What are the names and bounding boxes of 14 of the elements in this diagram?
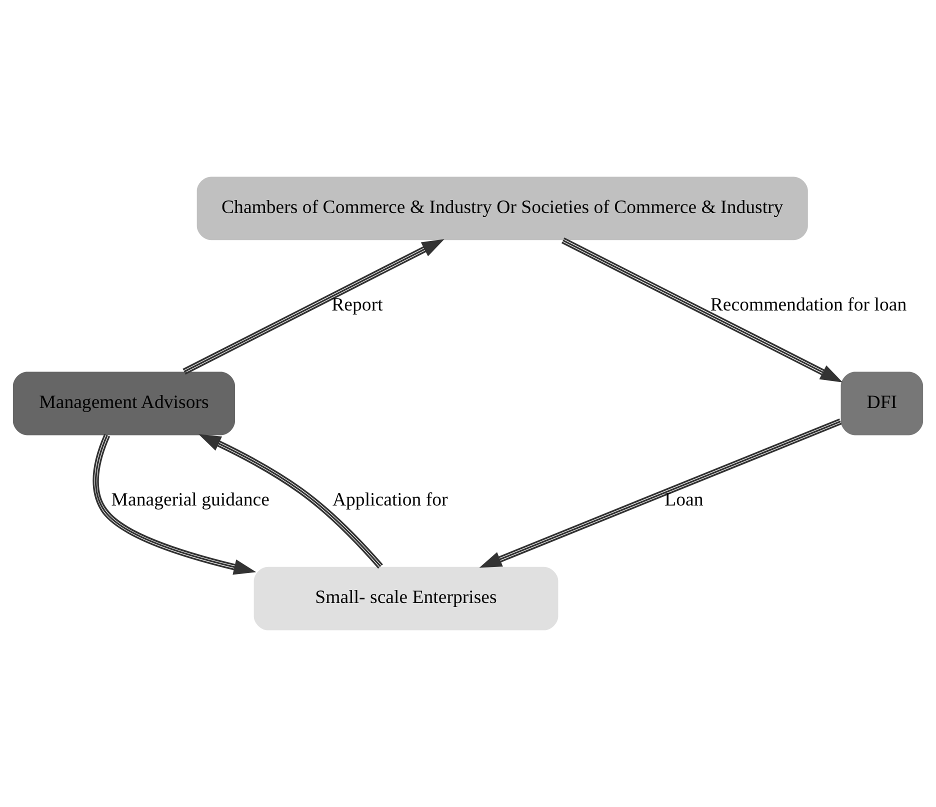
edge-label: Managerial guidance [111,490,270,510]
node-box: DFI [840,372,924,436]
node-box: Chambers of Commerce & Industry Or Societies of Commerce & Industry [196,176,808,240]
arrow [561,237,843,382]
edge-label: Application for [332,490,448,510]
edge-label: Recommendation for loan [710,294,907,316]
node-box: Management Advisors [12,372,236,436]
edge-label: Loan [664,490,704,510]
node-box: Small- scale Enterprises [254,566,558,630]
arrow [198,434,383,569]
arrow [479,418,842,568]
arrow [92,434,256,575]
arrow [182,239,444,375]
edge-label: Report [332,294,383,316]
